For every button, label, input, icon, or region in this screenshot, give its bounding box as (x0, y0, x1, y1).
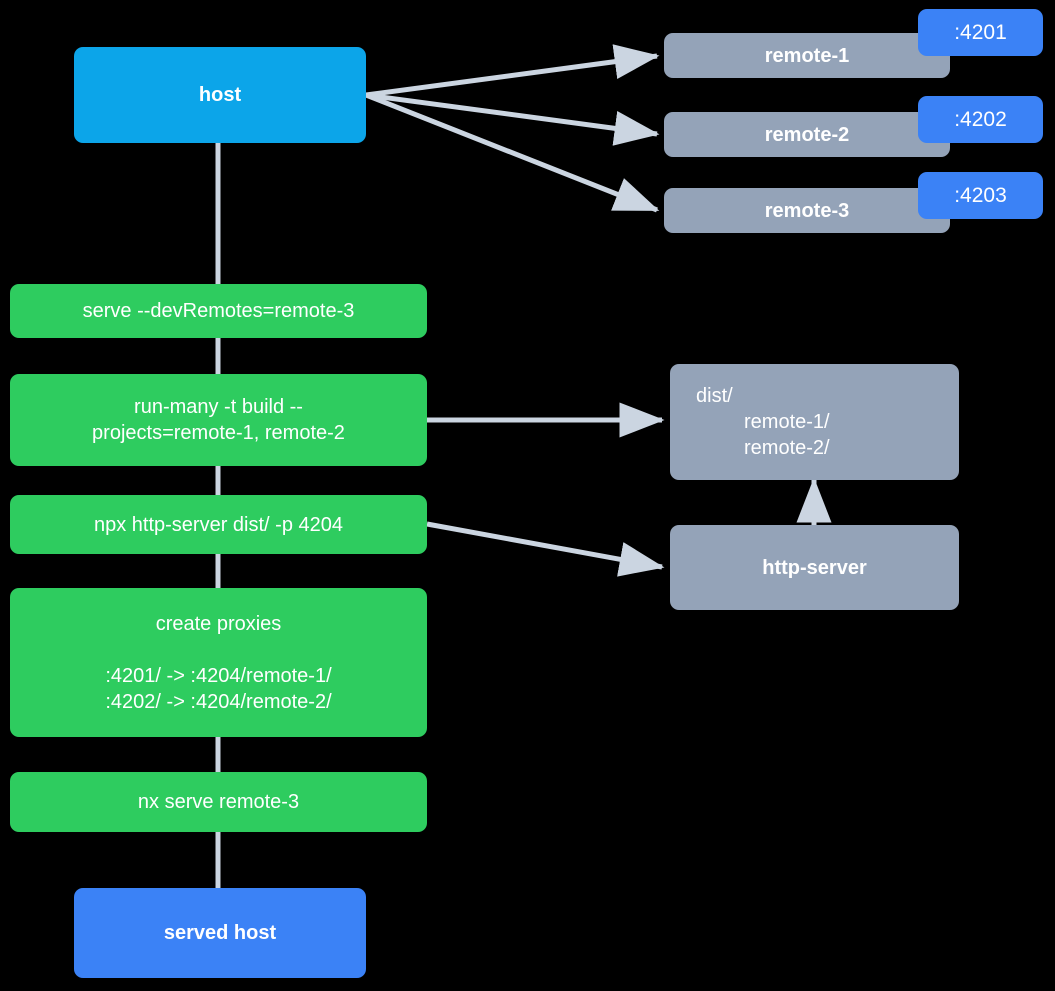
node-command-serve[interactable]: serve --devRemotes=remote-3 (10, 284, 427, 338)
node-dist-folder-line3: remote-2/ (744, 437, 830, 459)
node-host-label: host (198, 84, 242, 106)
node-remote-3-label: remote-3 (764, 199, 850, 222)
node-command-http-server-label: npx http-server dist/ -p 4204 (93, 513, 343, 536)
port-badge-remote-1: :4201 (918, 9, 1043, 56)
edge-httpcmd-to-httpserver (426, 521, 665, 577)
node-command-nx-serve-label: nx serve remote-3 (137, 791, 300, 813)
node-command-run-many[interactable]: run-many -t build -- projects=remote-1, … (10, 374, 427, 466)
node-remote-2[interactable]: remote-2 (664, 112, 950, 157)
port-badge-remote-3-label: :4203 (954, 183, 1007, 207)
node-http-server[interactable]: http-server (670, 525, 959, 610)
port-badge-remote-3: :4203 (918, 172, 1043, 219)
node-command-run-many-line1: run-many -t build -- (134, 396, 303, 418)
node-remote-1[interactable]: remote-1 (664, 33, 950, 78)
node-host[interactable]: host (74, 47, 366, 143)
node-dist-folder-line2: remote-1/ (744, 411, 830, 433)
node-command-create-proxies-title: create proxies (155, 612, 282, 635)
node-http-server-label: http-server (762, 556, 867, 579)
node-command-http-server[interactable]: npx http-server dist/ -p 4204 (10, 495, 427, 554)
node-remote-2-label: remote-2 (764, 123, 850, 146)
node-dist-folder[interactable]: dist/ remote-1/ remote-2/ (670, 364, 959, 480)
node-command-nx-serve[interactable]: nx serve remote-3 (10, 772, 427, 832)
node-command-serve-label: serve --devRemotes=remote-3 (82, 300, 355, 322)
node-served-host[interactable]: served host (74, 888, 366, 978)
port-badge-remote-1-label: :4201 (954, 20, 1007, 44)
node-remote-3[interactable]: remote-3 (664, 188, 950, 233)
port-badge-remote-2-label: :4202 (954, 107, 1007, 131)
edge-host-to-remote-1 (365, 44, 660, 98)
edge-host-to-remote-3 (365, 92, 660, 213)
node-command-create-proxies-mapping-2: :4202/ -> :4204/remote-2/ (105, 690, 332, 713)
node-command-run-many-line2: projects=remote-1, remote-2 (92, 422, 345, 444)
node-command-create-proxies-mapping-1: :4201/ -> :4204/remote-1/ (105, 664, 332, 687)
edge-host-to-remote-2 (365, 92, 660, 146)
node-served-host-label: served host (163, 922, 277, 944)
port-badge-remote-2: :4202 (918, 96, 1043, 143)
node-command-create-proxies[interactable]: create proxies :4201/ -> :4204/remote-1/… (10, 588, 427, 737)
node-dist-folder-line1: dist/ (696, 385, 733, 407)
node-remote-1-label: remote-1 (764, 44, 850, 67)
